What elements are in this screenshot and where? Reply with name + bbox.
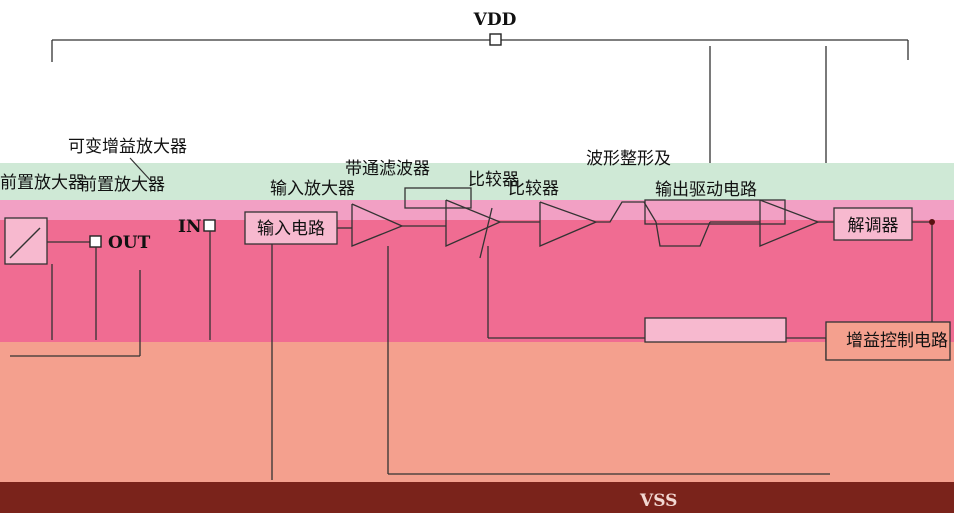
bandpass-filter-label: 带通滤波器 xyxy=(345,159,430,179)
block-outlines xyxy=(404,187,786,225)
shaping-block xyxy=(644,317,787,343)
vga-pointer xyxy=(129,157,153,183)
green-band xyxy=(0,163,954,207)
bottom-bar xyxy=(0,482,954,513)
in-label: IN xyxy=(178,217,202,237)
gain-control-label: 增益控制电路 xyxy=(846,331,948,351)
front-preamp-label: 前置放大器 xyxy=(80,175,165,195)
out-label: OUT xyxy=(108,233,151,253)
vss-label: VSS xyxy=(639,491,677,511)
vga-label: 可变增益放大器 xyxy=(68,137,187,157)
vdd-pin xyxy=(489,33,502,46)
input-circuit-block xyxy=(244,211,338,245)
pink-band xyxy=(0,220,954,342)
preamp-symbol xyxy=(9,227,41,259)
preamp-label: 前置放大器 xyxy=(0,173,85,193)
output-node xyxy=(929,219,935,225)
wave-shaping-label: 波形整形及 xyxy=(586,149,671,169)
comparator-label: 比较器 xyxy=(468,170,519,190)
input-amp-label: 输入放大器 xyxy=(270,179,355,199)
vdd-rail xyxy=(51,39,909,163)
input-circuit-label: 输入电路 xyxy=(257,219,325,239)
out-pin xyxy=(89,235,102,248)
demodulator-block xyxy=(833,207,913,241)
salmon-band xyxy=(0,342,954,482)
comparator-block-label: 比较器 xyxy=(508,179,559,199)
vdd-label: VDD xyxy=(473,10,517,30)
vertical-wires xyxy=(10,231,830,480)
gain-control-block xyxy=(825,321,951,361)
output-drive-label: 输出驱动电路 xyxy=(655,180,757,200)
demodulator-label: 解调器 xyxy=(848,216,899,236)
signal-chain xyxy=(337,199,933,360)
in-pin xyxy=(203,219,216,232)
